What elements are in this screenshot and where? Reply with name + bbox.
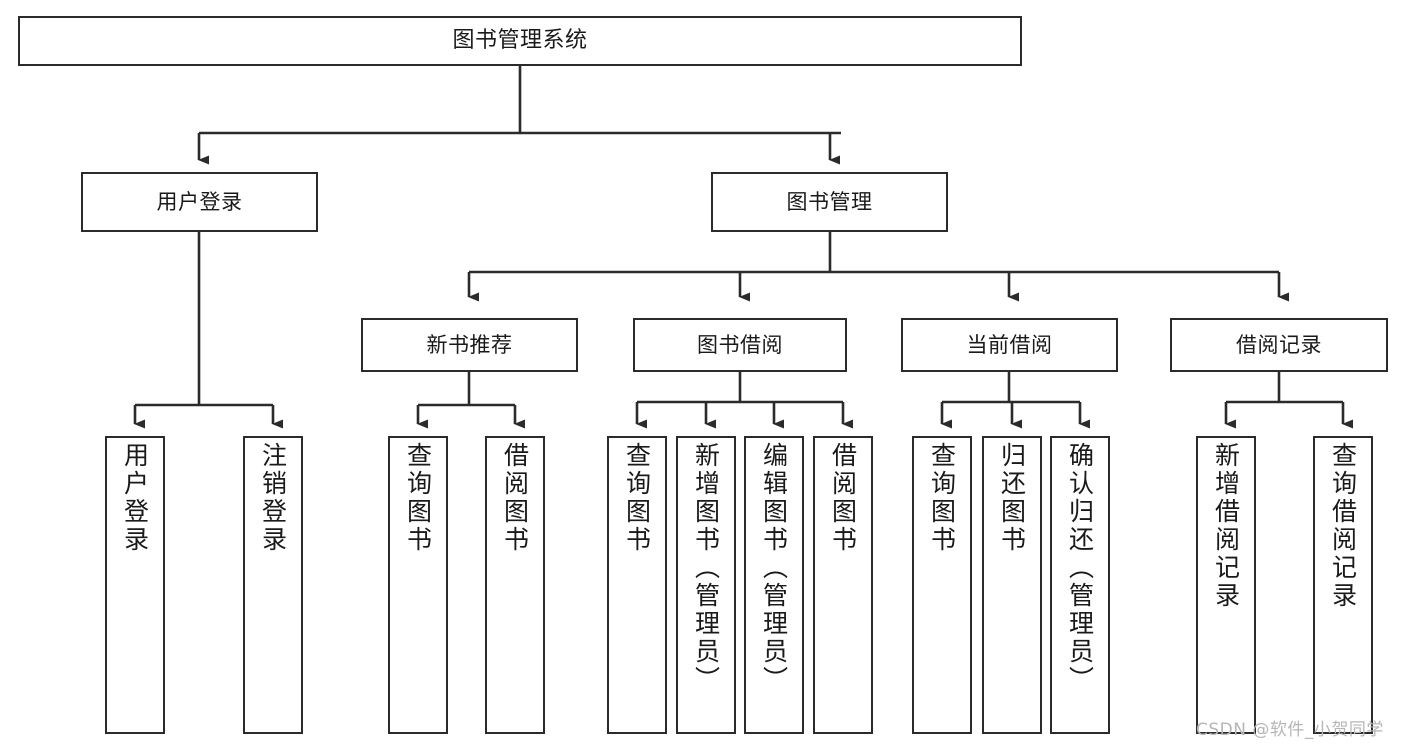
leaf-new-book-query-book[interactable]: 查询图书 bbox=[388, 436, 448, 734]
csdn-watermark: CSDN @软件_小贺同学 bbox=[1196, 720, 1384, 740]
leaf-current-confirm-return-admin[interactable]: 确认归还（管理员） bbox=[1050, 436, 1110, 734]
node-label: 借阅图书 bbox=[500, 442, 530, 554]
leaf-borrow-query-book[interactable]: 查询图书 bbox=[607, 436, 667, 734]
node-label: 图书管理系统 bbox=[452, 28, 588, 54]
leaf-logout[interactable]: 注销登录 bbox=[243, 436, 303, 734]
node-label: 新增图书（管理员） bbox=[691, 442, 721, 694]
node-label: 归还图书 bbox=[997, 442, 1027, 554]
leaf-new-book-borrow-book[interactable]: 借阅图书 bbox=[485, 436, 545, 734]
leaf-current-return-book[interactable]: 归还图书 bbox=[982, 436, 1042, 734]
leaf-record-add-borrow-record[interactable]: 新增借阅记录 bbox=[1196, 436, 1256, 734]
leaf-borrow-edit-book-admin[interactable]: 编辑图书（管理员） bbox=[744, 436, 804, 734]
node-label: 查询图书 bbox=[403, 442, 433, 554]
node-label: 图书管理 bbox=[786, 189, 873, 214]
node-label: 用户登录 bbox=[156, 189, 243, 214]
leaf-borrow-add-book-admin[interactable]: 新增图书（管理员） bbox=[676, 436, 736, 734]
node-label: 编辑图书（管理员） bbox=[759, 442, 789, 694]
node-label: 当前借阅 bbox=[966, 332, 1053, 357]
node-label: 借阅记录 bbox=[1236, 332, 1322, 357]
node-label: 查询借阅记录 bbox=[1328, 442, 1358, 610]
node-label: 查询图书 bbox=[622, 442, 652, 554]
node-label: 新增借阅记录 bbox=[1211, 442, 1241, 610]
node-borrow-record[interactable]: 借阅记录 bbox=[1170, 318, 1388, 372]
node-book-borrow[interactable]: 图书借阅 bbox=[633, 318, 847, 372]
node-new-book-recommend[interactable]: 新书推荐 bbox=[361, 318, 578, 372]
node-root-book-management-system[interactable]: 图书管理系统 bbox=[18, 16, 1022, 66]
leaf-current-query-book[interactable]: 查询图书 bbox=[912, 436, 972, 734]
node-user-login[interactable]: 用户登录 bbox=[81, 172, 318, 232]
node-label: 用户登录 bbox=[120, 442, 150, 554]
leaf-user-login[interactable]: 用户登录 bbox=[105, 436, 165, 734]
node-current-borrow[interactable]: 当前借阅 bbox=[901, 318, 1118, 372]
leaf-borrow-borrow-book[interactable]: 借阅图书 bbox=[813, 436, 873, 734]
node-label: 新书推荐 bbox=[426, 332, 513, 357]
node-label: 确认归还（管理员） bbox=[1065, 442, 1095, 694]
node-label: 查询图书 bbox=[927, 442, 957, 554]
node-label: 图书借阅 bbox=[697, 332, 783, 357]
node-label: 借阅图书 bbox=[828, 442, 858, 554]
leaf-record-query-borrow-record[interactable]: 查询借阅记录 bbox=[1313, 436, 1373, 734]
node-label: 注销登录 bbox=[258, 442, 288, 554]
node-book-management[interactable]: 图书管理 bbox=[711, 172, 948, 232]
